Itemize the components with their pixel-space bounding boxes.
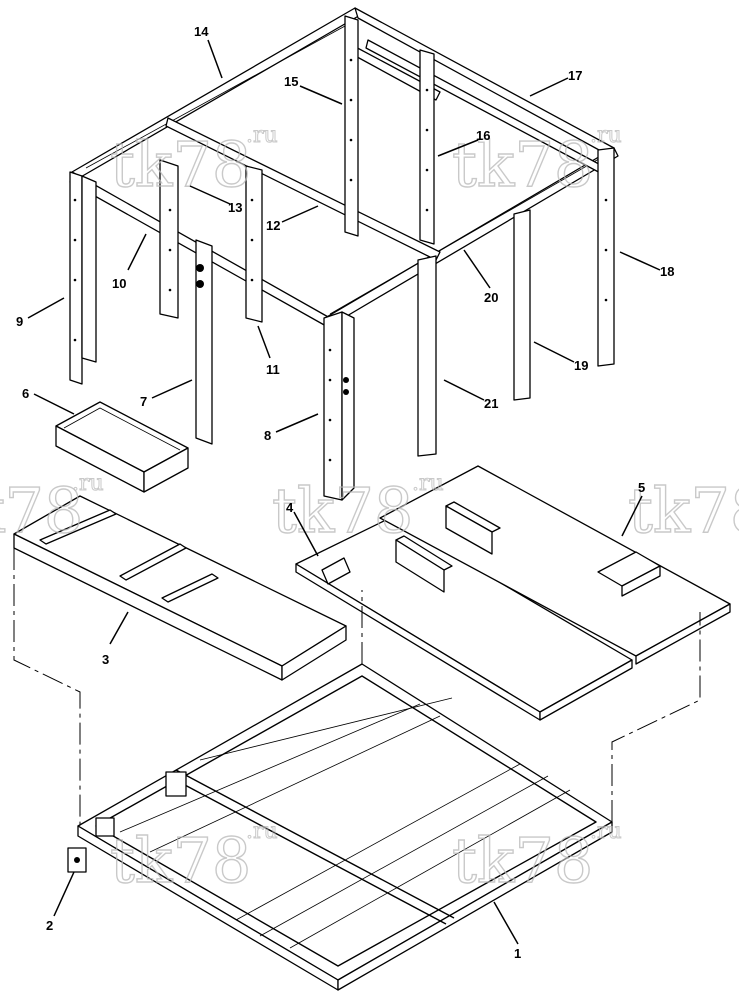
alignment-lines — [13, 548, 701, 826]
callout-5: 5 — [621, 480, 645, 537]
callout-18: 18 — [619, 251, 674, 279]
callout-3: 3 — [102, 611, 129, 667]
callouts: 1 2 3 4 5 6 7 8 — [16, 24, 674, 961]
svg-text:19: 19 — [574, 358, 588, 373]
svg-text:tk78: tk78 — [452, 128, 593, 201]
svg-text:2: 2 — [46, 918, 53, 933]
callout-8: 8 — [264, 413, 319, 443]
svg-text:3: 3 — [102, 652, 109, 667]
callout-13: 13 — [189, 185, 242, 215]
callout-7: 7 — [140, 379, 193, 409]
upper-frame — [69, 7, 619, 501]
post-18 — [597, 147, 615, 367]
svg-text:13: 13 — [228, 200, 242, 215]
svg-text:17: 17 — [568, 68, 582, 83]
svg-text:tk78: tk78 — [0, 474, 83, 547]
svg-text:14: 14 — [194, 24, 209, 39]
callout-17: 17 — [529, 68, 582, 97]
callout-12: 12 — [266, 205, 319, 233]
callout-16: 16 — [437, 128, 490, 157]
callout-11: 11 — [257, 325, 280, 377]
post-10-front — [159, 159, 179, 319]
post-9-inner — [81, 175, 97, 363]
svg-text:1: 1 — [514, 946, 521, 961]
svg-text:16: 16 — [476, 128, 490, 143]
svg-text:7: 7 — [140, 394, 147, 409]
svg-text:20: 20 — [484, 290, 498, 305]
svg-text:tk78: tk78 — [110, 128, 251, 201]
callout-19: 19 — [533, 341, 588, 373]
callout-10: 10 — [112, 233, 147, 291]
svg-text:9: 9 — [16, 314, 23, 329]
base-frame-1 — [67, 663, 613, 991]
svg-text:tk78: tk78 — [110, 824, 251, 897]
panel-4 — [295, 517, 633, 721]
callout-2: 2 — [46, 871, 75, 933]
svg-text:tk78: tk78 — [272, 474, 413, 547]
post-11 — [245, 165, 263, 323]
post-9 — [69, 171, 83, 385]
svg-text:.ru: .ru — [590, 819, 622, 844]
svg-text:15: 15 — [284, 74, 298, 89]
panel-3 — [13, 495, 347, 681]
post-8 — [323, 311, 343, 501]
svg-text:tk78: tk78 — [628, 474, 739, 547]
post-7 — [195, 239, 213, 445]
svg-text:.ru: .ru — [72, 471, 104, 496]
svg-text:21: 21 — [484, 396, 498, 411]
callout-9: 9 — [16, 297, 65, 329]
svg-text:.ru: .ru — [246, 819, 278, 844]
svg-text:8: 8 — [264, 428, 271, 443]
callout-20: 20 — [463, 249, 498, 305]
post-8-side — [341, 311, 355, 501]
callout-4: 4 — [286, 500, 319, 557]
tray-6 — [55, 401, 189, 493]
svg-text:.ru: .ru — [246, 123, 278, 148]
watermarks: tk78 .ru tk78 .ru tk78 .ru tk78 .ru tk78… — [0, 123, 739, 898]
svg-text:12: 12 — [266, 218, 280, 233]
callout-15: 15 — [284, 74, 343, 105]
svg-text:tk78: tk78 — [452, 824, 593, 897]
svg-text:.ru: .ru — [412, 471, 444, 496]
svg-text:10: 10 — [112, 276, 126, 291]
bolt-holes — [73, 58, 608, 462]
post-15 — [344, 15, 359, 237]
callout-21: 21 — [443, 379, 498, 411]
post-19 — [513, 209, 531, 401]
callout-1: 1 — [493, 901, 521, 961]
callout-14: 14 — [194, 24, 223, 79]
post-16 — [419, 49, 435, 245]
svg-text:11: 11 — [266, 362, 280, 377]
panel-5 — [379, 465, 731, 665]
svg-text:18: 18 — [660, 264, 674, 279]
svg-text:.ru: .ru — [590, 123, 622, 148]
svg-text:5: 5 — [638, 480, 645, 495]
post-21 — [417, 255, 437, 457]
callout-6: 6 — [22, 386, 75, 415]
svg-text:4: 4 — [286, 500, 294, 515]
svg-text:6: 6 — [22, 386, 29, 401]
